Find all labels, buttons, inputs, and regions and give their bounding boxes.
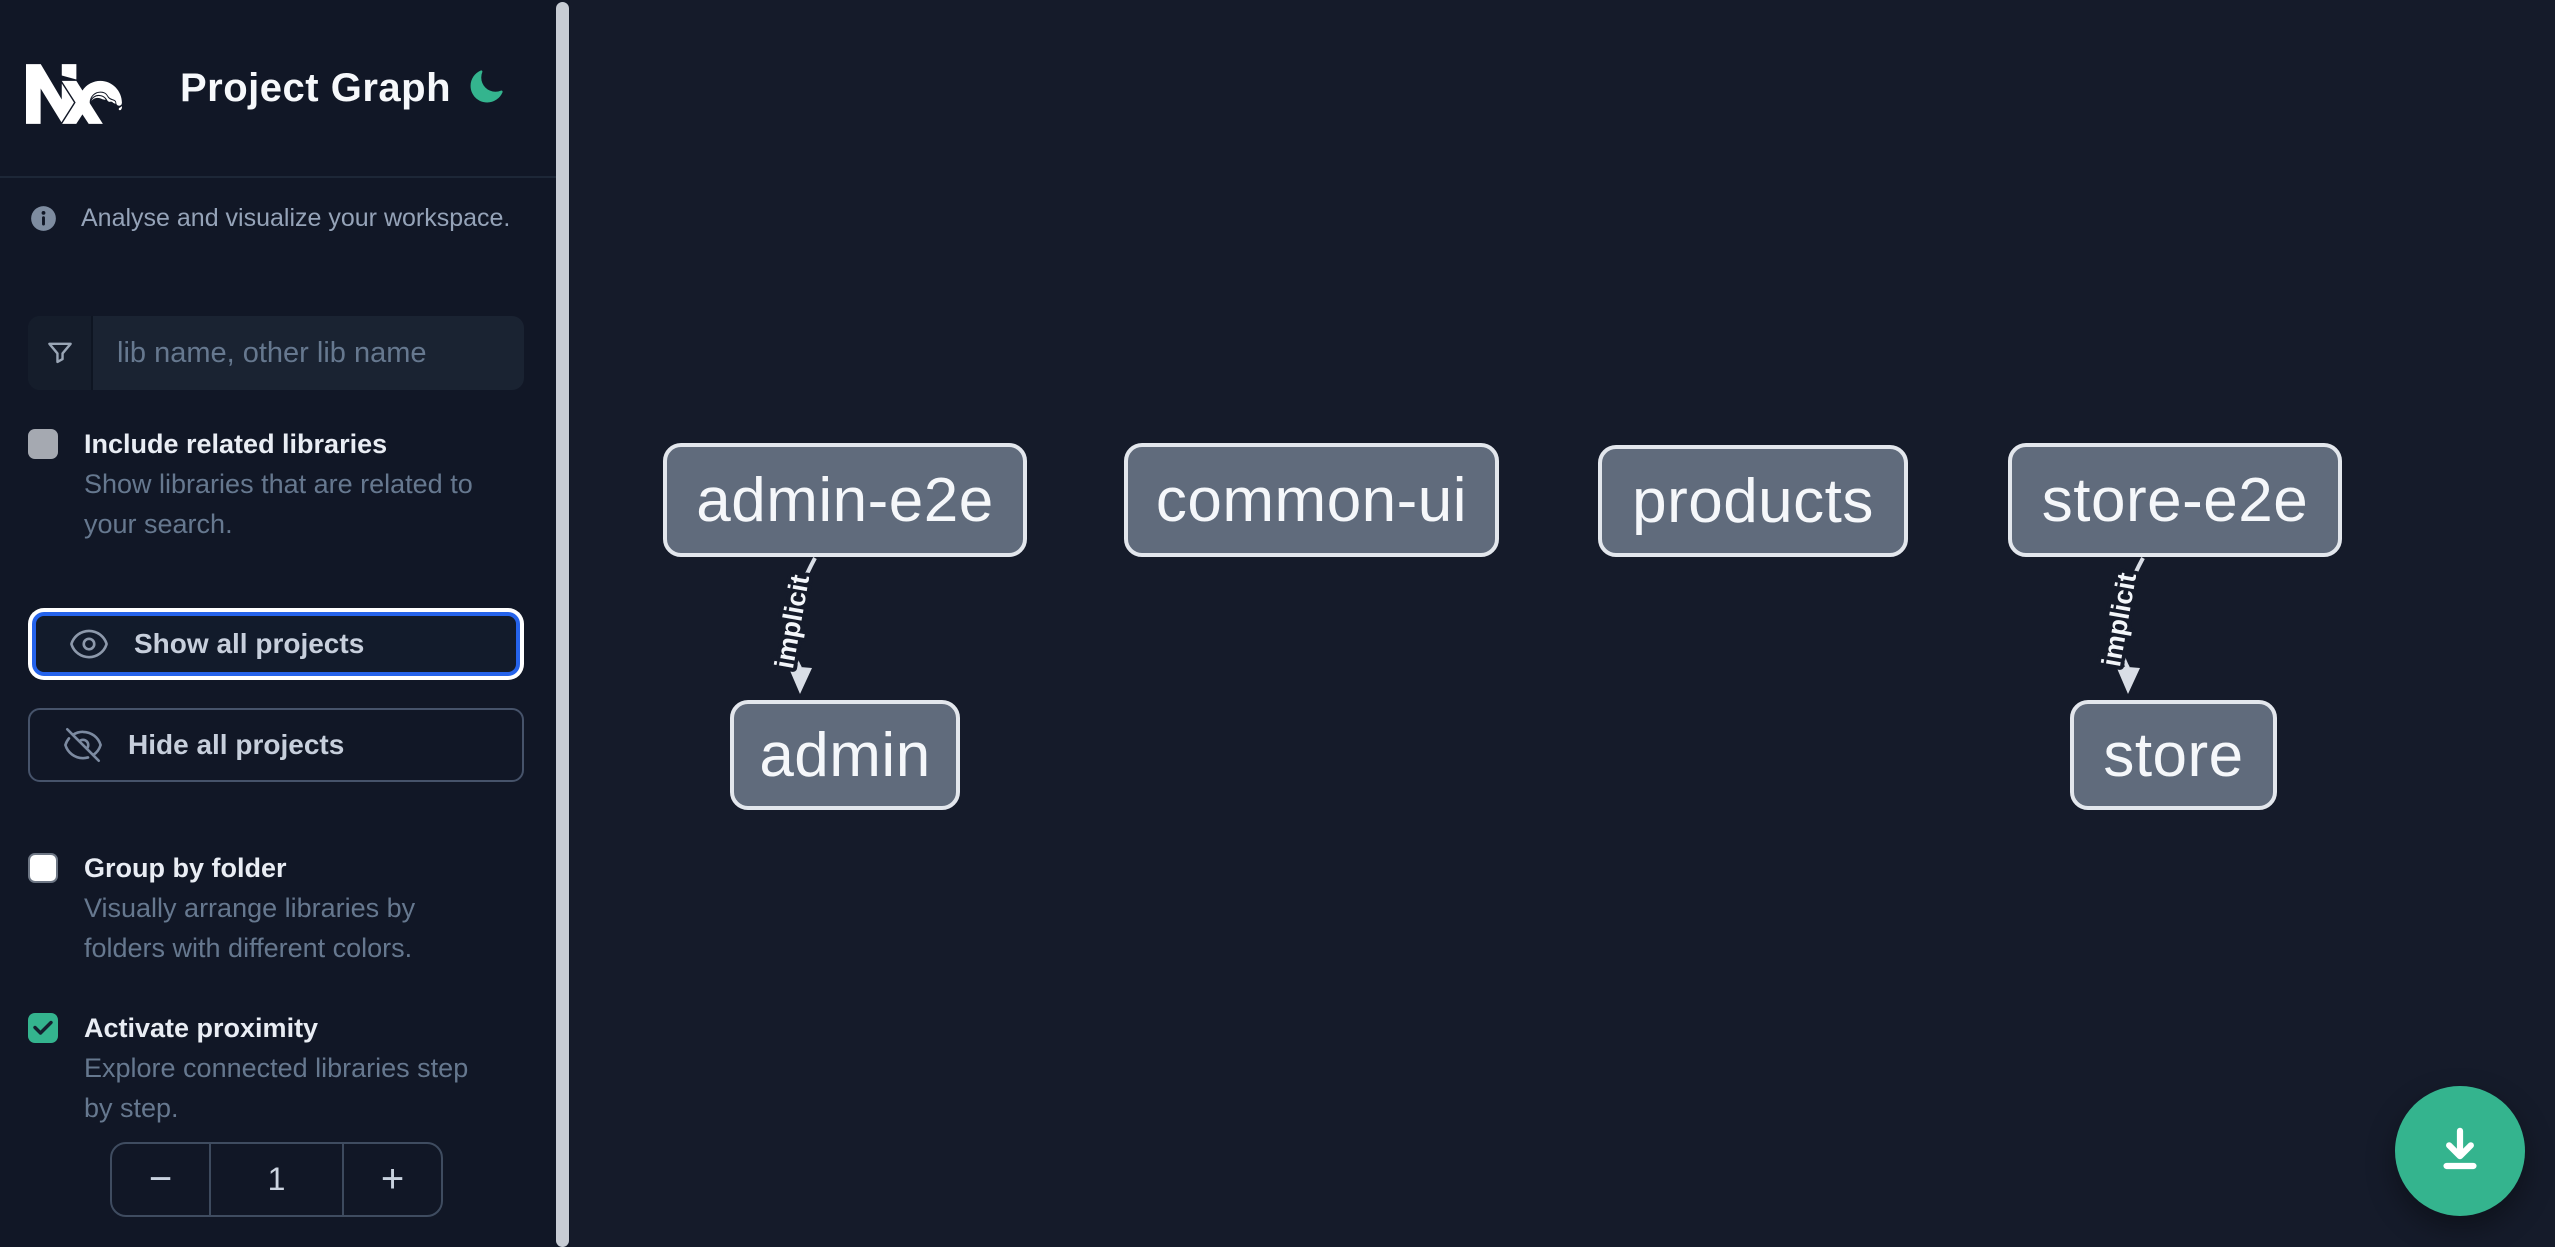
depth-value: 1 <box>209 1144 344 1215</box>
group-by-folder-checkbox[interactable] <box>28 853 58 883</box>
sidebar: Project Graph Analyse and visualize your… <box>0 0 570 1247</box>
arrowhead-icon <box>788 666 812 694</box>
include-related-checkbox[interactable] <box>28 429 58 459</box>
edge-store-e2e-store <box>2117 557 2145 669</box>
decrement-button[interactable]: − <box>112 1144 209 1215</box>
graph-node-products[interactable]: products <box>1598 445 1908 557</box>
graph-node-admin-e2e[interactable]: admin-e2e <box>663 443 1027 557</box>
proximity-depth-stepper: − 1 + <box>110 1142 443 1217</box>
activate-proximity-checkbox[interactable] <box>28 1013 58 1043</box>
theme-toggle-button[interactable] <box>466 68 506 108</box>
graph-edges: implicit implicit <box>765 557 2146 694</box>
sidebar-scrollbar[interactable] <box>556 2 569 1247</box>
edge-admin-e2e-admin <box>789 557 817 669</box>
nx-logo <box>26 64 122 124</box>
increment-button[interactable]: + <box>344 1144 441 1215</box>
filter-box <box>28 316 524 390</box>
tagline-text: Analyse and visualize your workspace. <box>81 204 511 232</box>
edge-label: implicit <box>769 573 815 671</box>
download-icon <box>2443 1127 2477 1170</box>
sidebar-header: Project Graph <box>0 0 556 178</box>
edge-label: implicit <box>2096 571 2142 669</box>
option-group-by-folder: Group by folder Visually arrange librari… <box>28 848 528 968</box>
graph-node-store[interactable]: store <box>2070 700 2277 810</box>
check-icon <box>33 1020 53 1035</box>
option-description: Show libraries that are related to your … <box>84 469 473 539</box>
page-title: Project Graph <box>180 66 452 110</box>
tagline-row: Analyse and visualize your workspace. <box>30 204 510 233</box>
graph-node-store-e2e[interactable]: store-e2e <box>2008 443 2342 557</box>
option-label: Include related libraries <box>84 429 388 459</box>
filter-input[interactable] <box>93 316 524 390</box>
graph-node-common-ui[interactable]: common-ui <box>1124 443 1499 557</box>
option-include-related: Include related libraries Show libraries… <box>28 424 528 544</box>
graph-canvas[interactable]: implicit implicit admin-e2e common-ui prod… <box>570 0 2555 1247</box>
eye-icon <box>70 629 108 659</box>
graph-node-admin[interactable]: admin <box>730 700 960 810</box>
hide-all-projects-label: Hide all projects <box>128 729 345 760</box>
download-button[interactable] <box>2395 1086 2525 1216</box>
info-icon <box>31 206 56 231</box>
option-description: Visually arrange libraries by folders wi… <box>84 893 416 963</box>
option-label: Activate proximity <box>84 1013 319 1043</box>
hide-all-projects-button[interactable]: Hide all projects <box>28 708 524 782</box>
moon-icon <box>470 70 503 103</box>
eye-slash-icon <box>64 727 102 763</box>
option-activate-proximity: Activate proximity Explore connected lib… <box>28 1008 528 1128</box>
filter-icon-cell <box>28 316 93 390</box>
funnel-icon <box>47 342 72 364</box>
show-all-projects-button[interactable]: Show all projects <box>32 612 520 676</box>
arrowhead-icon <box>2116 666 2140 694</box>
option-label: Group by folder <box>84 853 287 883</box>
option-description: Explore connected libraries step by step… <box>84 1053 469 1123</box>
show-all-projects-label: Show all projects <box>134 628 365 659</box>
